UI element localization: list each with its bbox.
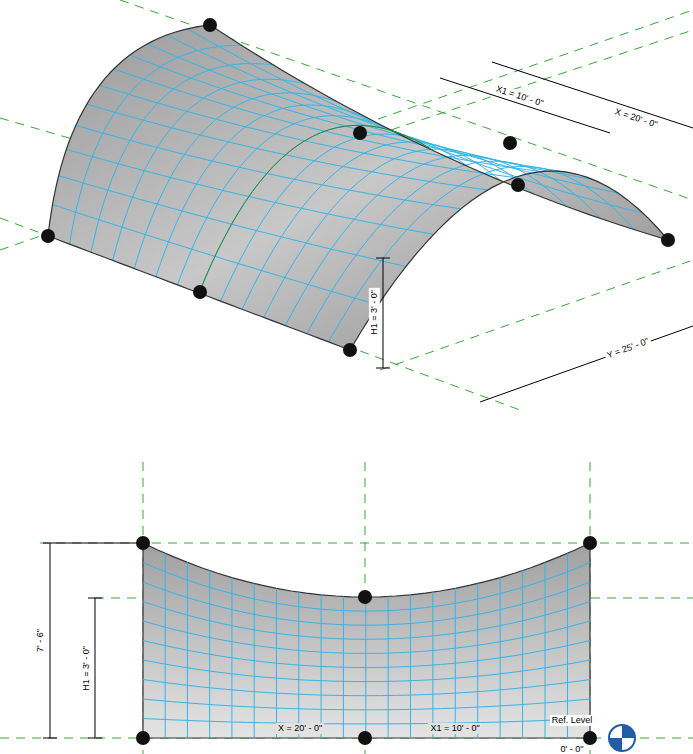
surface-edge: [48, 25, 668, 350]
surface-line: [307, 161, 601, 334]
dimension-text: Y = 25' - 0": [604, 335, 653, 362]
surface-line: [59, 176, 407, 267]
surface-fill: [48, 25, 668, 350]
surface-line: [199, 125, 435, 293]
dimension-text: X = 20' - 0": [276, 723, 324, 734]
surface-line: [70, 45, 242, 244]
surface-line: [143, 621, 590, 653]
dimension-lines: [43, 62, 693, 738]
level-elevation: 0' - 0": [559, 744, 586, 754]
surface-line: [143, 641, 590, 668]
surface-line: [143, 582, 590, 625]
elevation-surface: [143, 543, 590, 738]
surface-line: [66, 149, 433, 234]
surface-line: [167, 35, 618, 193]
dimension-text: X1 = 10' - 0": [428, 723, 481, 734]
vault-surface: [48, 25, 668, 350]
surface-line: [147, 44, 592, 180]
dimension-text: X1 = 10' - 0": [493, 83, 547, 110]
level-marker: [609, 725, 635, 751]
surface-fill: [143, 543, 590, 738]
surface-line: [188, 29, 644, 214]
surface-line: [328, 166, 634, 342]
surface-line: [143, 719, 590, 724]
surface-line: [143, 699, 590, 710]
surface-line: [143, 602, 590, 640]
dimension-text: 7' - 6": [34, 627, 45, 654]
surface-line: [130, 55, 567, 172]
ridge-line: [199, 125, 435, 293]
dimension-text: H1 = 3' - 0": [81, 644, 92, 693]
control-points: [41, 18, 675, 745]
surface-line: [143, 680, 590, 696]
surface-line: [143, 660, 590, 682]
level-name: Ref. Level: [550, 715, 595, 726]
dimension-text: H1 = 3' - 0": [369, 288, 380, 337]
surface-line: [76, 125, 461, 208]
